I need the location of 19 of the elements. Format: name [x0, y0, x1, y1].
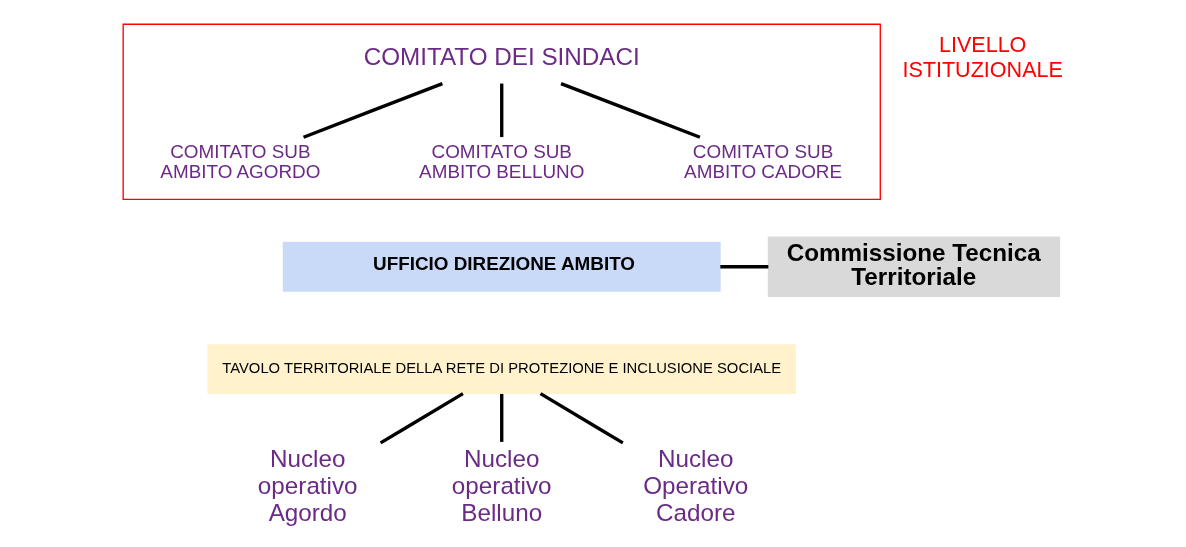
connector: [379, 392, 464, 445]
connector: [539, 392, 624, 445]
node-text: COMITATO DEI SINDACI: [363, 43, 640, 71]
connector: [500, 393, 504, 442]
node-box: TAVOLO TERRITORIALE DELLA RETE DI PROTEZIONE E INCLUSIONE SOCIALE: [207, 344, 797, 395]
node-text: COMITATO SUB AMBITO CADORE: [684, 140, 843, 183]
node-text: COMITATO SUB AMBITO BELLUNO: [419, 140, 585, 183]
node-box: Commissione Tecnica Territoriale: [767, 236, 1061, 298]
connector: [500, 83, 504, 138]
connector: [720, 265, 769, 269]
connector: [560, 82, 701, 139]
connector: [302, 82, 444, 139]
node-text: Nucleo Operativo Cadore: [643, 444, 749, 526]
node-text: COMITATO SUB AMBITO AGORDO: [160, 140, 321, 183]
node-text: Nucleo operativo Belluno: [451, 444, 552, 526]
node-box: UFFICIO DIREZIONE AMBITO: [282, 241, 721, 292]
node-text: Nucleo operativo Agordo: [257, 444, 358, 526]
cluster: [122, 23, 881, 201]
label: LIVELLO ISTITUZIONALE: [902, 32, 1063, 82]
